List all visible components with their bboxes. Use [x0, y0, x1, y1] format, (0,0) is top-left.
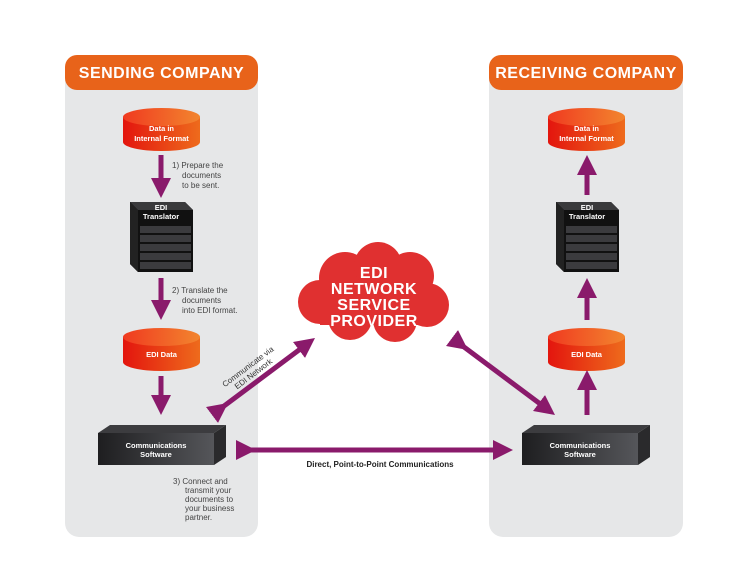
receiving-edi-translator: EDI Translator	[556, 202, 619, 272]
cloud-line: SERVICE	[337, 297, 410, 314]
step-line: to be sent.	[182, 181, 219, 190]
step-line: into EDI format.	[182, 306, 238, 315]
step-line: documents	[182, 171, 221, 180]
edi-network-service-provider-cloud: EDI NETWORK SERVICE PROVIDER	[298, 242, 449, 342]
step-line: transmit your	[185, 486, 232, 495]
label: EDI Data	[146, 350, 178, 359]
step-line: 2) Translate the	[172, 286, 228, 295]
label: Data in	[574, 124, 599, 133]
step-line: partner.	[185, 513, 212, 522]
network-arrow-left	[206, 338, 316, 423]
label: Translator	[569, 212, 605, 221]
label: Internal Format	[559, 134, 614, 143]
sending-communications-software: Communications Software	[98, 425, 226, 465]
step-line: 3) Connect and	[173, 477, 228, 486]
step-line: documents to	[185, 495, 234, 504]
receiving-company-title: RECEIVING COMPANY	[495, 65, 677, 82]
label: EDI	[581, 203, 594, 212]
receiving-company-header	[489, 55, 683, 90]
cloud-line: NETWORK	[331, 281, 417, 298]
label: Software	[564, 450, 596, 459]
receiving-data-internal-cylinder: Data in Internal Format	[548, 108, 625, 151]
label: Software	[140, 450, 172, 459]
step-line: 1) Prepare the	[172, 161, 224, 170]
label: Communications	[550, 441, 611, 450]
sending-edi-data-cylinder: EDI Data	[123, 328, 200, 371]
sending-company-title: SENDING COMPANY	[79, 65, 244, 82]
label: Communications	[126, 441, 187, 450]
label: EDI Data	[571, 350, 603, 359]
label: Internal Format	[134, 134, 189, 143]
step3-text: 3) Connect and transmit your documents t…	[173, 477, 234, 522]
label: EDI	[155, 203, 168, 212]
sending-edi-translator: EDI Translator	[130, 202, 193, 272]
receiving-edi-data-cylinder: EDI Data	[548, 328, 625, 371]
label: Data in	[149, 124, 174, 133]
sending-data-internal-cylinder: Data in Internal Format	[123, 108, 200, 151]
step-line: your business	[185, 504, 234, 513]
sending-company-header	[65, 55, 258, 90]
cloud-line: PROVIDER	[330, 313, 418, 330]
direct-label: Direct, Point-to-Point Communications	[306, 460, 454, 469]
step-line: documents	[182, 296, 221, 305]
step1-text: 1) Prepare the documents to be sent.	[172, 161, 224, 190]
cloud-line: EDI	[360, 265, 388, 282]
network-arrow-right	[446, 330, 556, 415]
receiving-communications-software: Communications Software	[522, 425, 650, 465]
label: Translator	[143, 212, 179, 221]
step2-text: 2) Translate the documents into EDI form…	[172, 286, 238, 315]
